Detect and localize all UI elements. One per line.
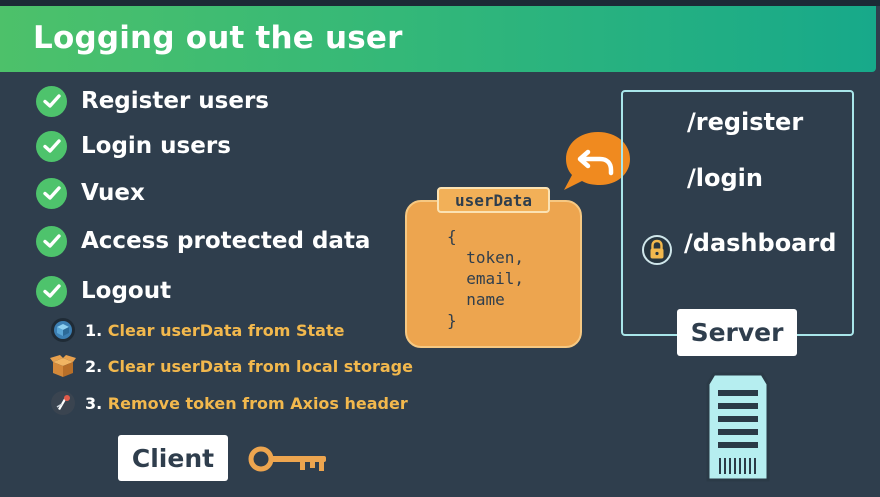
- step-number: 2.: [85, 356, 103, 376]
- server-tower-icon: [706, 372, 770, 482]
- box-icon: [50, 353, 76, 379]
- checklist-item-protected-data: Access protected data: [36, 225, 370, 257]
- checklist-label: Login users: [81, 133, 231, 159]
- step-description: Clear userData from local storage: [107, 356, 413, 376]
- title-banner: Logging out the user: [0, 6, 876, 72]
- checklist-item-logout: Logout: [36, 275, 171, 307]
- check-circle-icon: [36, 130, 67, 162]
- route-login: /login: [687, 164, 763, 192]
- check-circle-icon: [36, 275, 67, 307]
- checklist-label: Vuex: [81, 180, 145, 206]
- checklist-item-vuex: Vuex: [36, 177, 145, 209]
- top-strip: [0, 0, 880, 6]
- route-register: /register: [687, 108, 804, 136]
- logout-step-1: 1. Clear userData from State: [50, 317, 344, 343]
- vuex-store-icon: [50, 317, 76, 343]
- route-dashboard: /dashboard: [684, 229, 837, 257]
- server-label: Server: [677, 309, 797, 356]
- slide-title: Logging out the user: [33, 20, 403, 56]
- check-circle-icon: [36, 85, 67, 117]
- checklist-item-login: Login users: [36, 130, 231, 162]
- check-circle-icon: [36, 177, 67, 209]
- logout-step-2: 2. Clear userData from local storage: [50, 353, 413, 379]
- step-description: Remove token from Axios header: [107, 393, 408, 413]
- user-data-tag: userData: [437, 187, 550, 213]
- client-label: Client: [118, 435, 228, 481]
- step-description: Clear userData from State: [107, 320, 345, 340]
- logout-step-3: 3. Remove token from Axios header: [50, 390, 408, 416]
- user-data-box: { token, email, name }: [405, 200, 582, 348]
- checklist-label: Logout: [81, 278, 172, 304]
- checklist-item-register: Register users: [36, 85, 269, 117]
- step-number: 1.: [85, 320, 103, 340]
- key-icon: [248, 446, 326, 472]
- axios-icon: [50, 390, 76, 416]
- lock-icon: [642, 235, 672, 265]
- step-number: 3.: [85, 393, 103, 413]
- check-circle-icon: [36, 225, 67, 257]
- return-arrow-icon: [564, 132, 630, 190]
- checklist-label: Register users: [81, 88, 269, 114]
- user-data-code: { token, email, name }: [447, 227, 525, 330]
- checklist-label: Access protected data: [81, 228, 371, 254]
